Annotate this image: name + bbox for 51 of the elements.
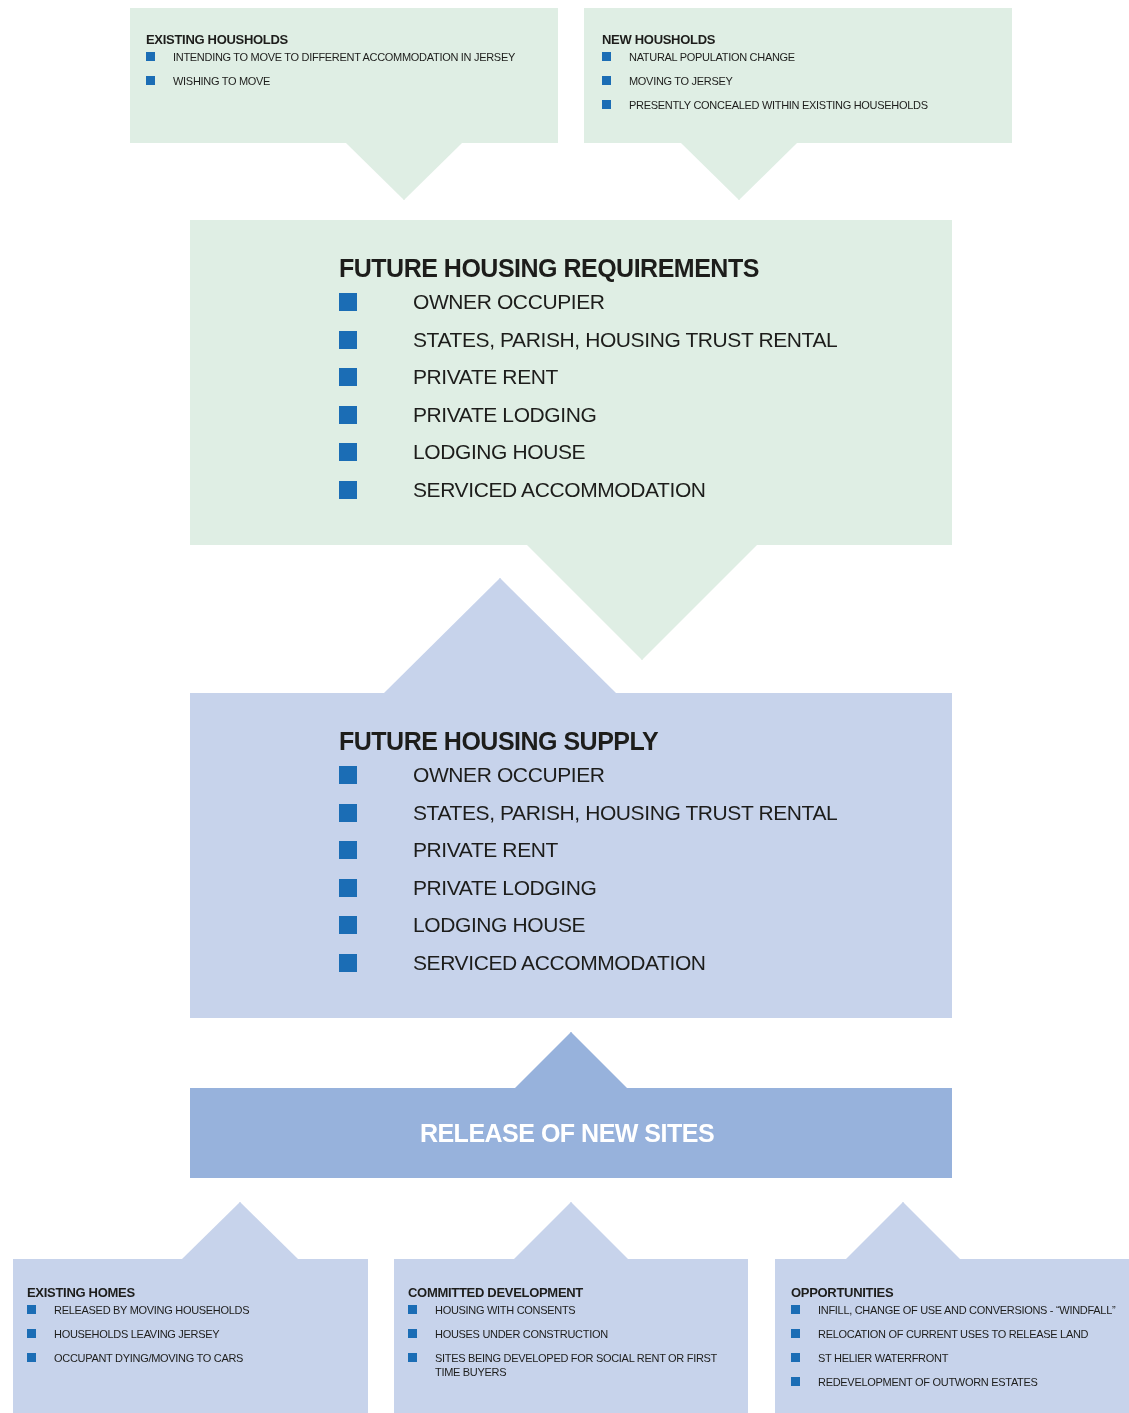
list-item: PRESENTLY CONCEALED WITHIN EXISTING HOUSEHOLDS bbox=[629, 98, 928, 112]
list-item: PRIVATE RENT bbox=[413, 364, 558, 390]
list-item: ST HELIER WATERFRONT bbox=[818, 1351, 949, 1365]
pointer-arrow bbox=[681, 142, 797, 201]
banner-box bbox=[190, 1088, 952, 1178]
box-heading: FUTURE HOUSING SUPPLY bbox=[339, 727, 659, 756]
box-heading: NEW HOUSHOLDS bbox=[602, 32, 716, 47]
info-box bbox=[394, 1259, 748, 1413]
list-item: INTENDING TO MOVE TO DIFFERENT ACCOMMODATION IN JERSEY bbox=[173, 50, 515, 64]
list-item: SERVICED ACCOMMODATION bbox=[413, 476, 706, 503]
box-heading: RELEASE OF NEW SITES bbox=[419, 1118, 715, 1148]
info-box bbox=[130, 8, 558, 143]
box-heading: OPPORTUNITIES bbox=[791, 1285, 894, 1300]
list-item: OCCUPANT DYING/MOVING TO CARS bbox=[54, 1351, 244, 1365]
list-item: PRIVATE LODGING bbox=[413, 874, 597, 901]
list-item: SERVICED ACCOMMODATION bbox=[413, 949, 706, 976]
list-item: REDEVELOPMENT OF OUTWORN ESTATES bbox=[818, 1375, 1038, 1389]
info-box bbox=[190, 220, 952, 545]
info-box bbox=[13, 1259, 368, 1413]
list-item: LODGING HOUSE bbox=[413, 439, 586, 465]
pointer-arrow bbox=[384, 577, 616, 694]
box-heading: COMMITTED DEVELOPMENT bbox=[408, 1285, 583, 1300]
list-item: HOUSES UNDER CONSTRUCTION bbox=[435, 1327, 608, 1341]
list-item: STATES, PARISH, HOUSING TRUST RENTAL bbox=[413, 326, 838, 353]
list-item: WISHING TO MOVE bbox=[173, 74, 271, 88]
list-item: RELEASED BY MOVING HOUSEHOLDS bbox=[54, 1303, 250, 1317]
list-item: INFILL, CHANGE OF USE AND CONVERSIONS - “WINDFALL” bbox=[818, 1303, 1116, 1317]
pointer-arrow bbox=[846, 1201, 960, 1260]
pointer-arrow bbox=[346, 142, 462, 201]
pointer-arrow bbox=[515, 1031, 627, 1089]
pointer-arrow bbox=[182, 1201, 298, 1260]
info-box bbox=[775, 1259, 1129, 1413]
list-item: MOVING TO JERSEY bbox=[629, 74, 733, 88]
list-item: OWNER OCCUPIER bbox=[413, 289, 605, 315]
box-heading: FUTURE HOUSING REQUIREMENTS bbox=[339, 254, 759, 283]
box-heading: EXISTING HOUSHOLDS bbox=[146, 32, 288, 47]
list-item: HOUSING WITH CONSENTS bbox=[435, 1303, 576, 1317]
list-item: LODGING HOUSE bbox=[413, 912, 586, 938]
list-item: NATURAL POPULATION CHANGE bbox=[629, 50, 795, 64]
list-item: RELOCATION OF CURRENT USES TO RELEASE LAND bbox=[818, 1327, 1089, 1341]
list-item: PRIVATE RENT bbox=[413, 837, 558, 863]
box-heading: EXISTING HOMES bbox=[27, 1285, 135, 1300]
list-item: STATES, PARISH, HOUSING TRUST RENTAL bbox=[413, 799, 838, 826]
info-box bbox=[190, 693, 952, 1018]
pointer-arrow bbox=[527, 544, 757, 661]
list-item: SITES BEING DEVELOPED FOR SOCIAL RENT OR FIRST TIME BUYERS bbox=[435, 1351, 718, 1379]
list-item: HOUSEHOLDS LEAVING JERSEY bbox=[54, 1327, 220, 1341]
info-box bbox=[584, 8, 1012, 143]
pointer-arrow bbox=[514, 1201, 628, 1260]
list-item: OWNER OCCUPIER bbox=[413, 762, 605, 788]
list-item: PRIVATE LODGING bbox=[413, 401, 597, 428]
